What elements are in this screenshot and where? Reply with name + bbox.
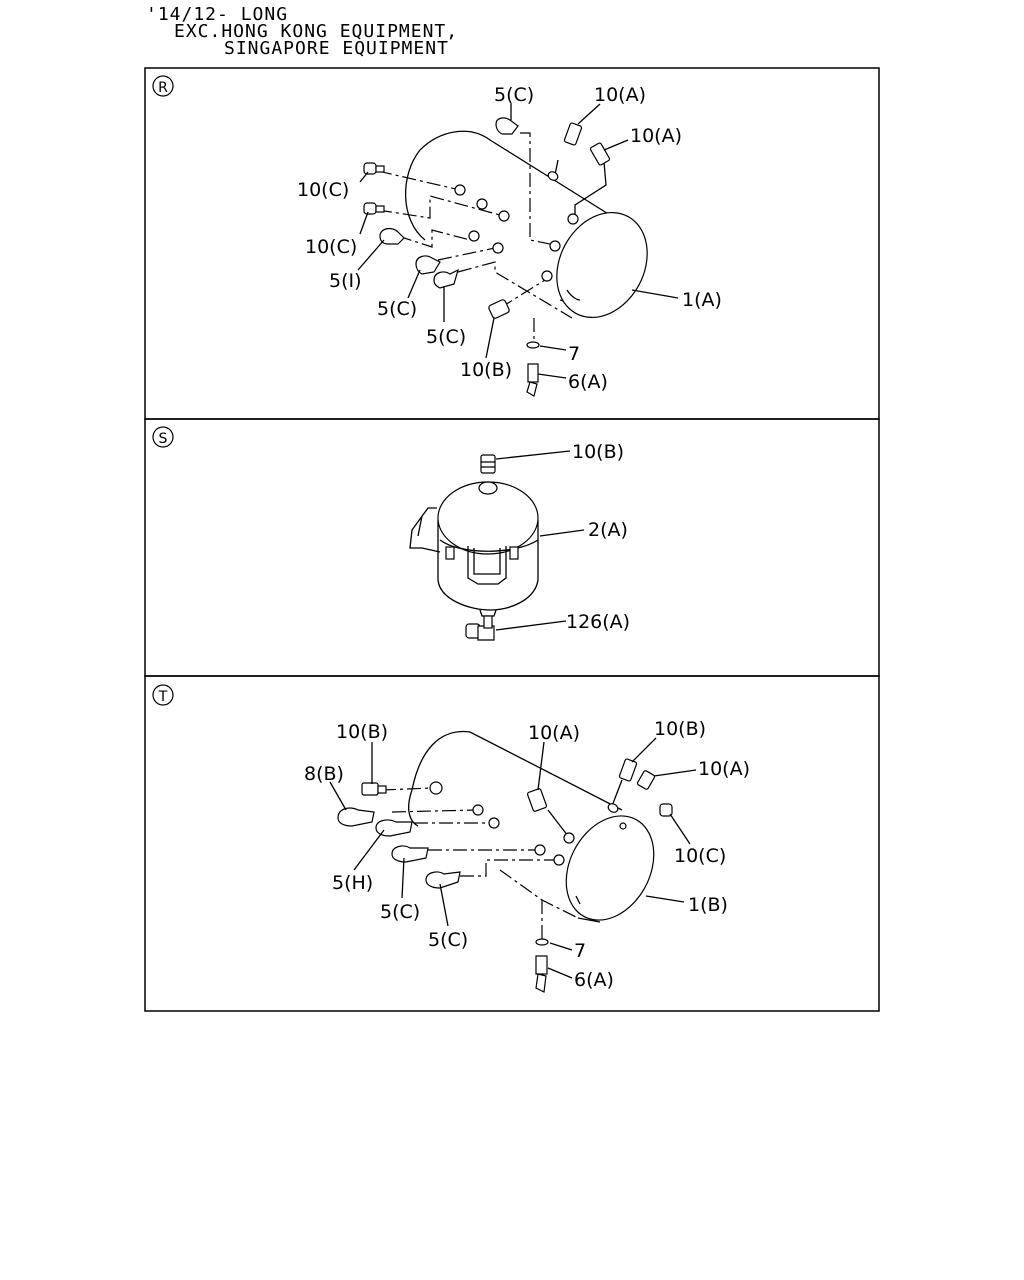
header-line-3: SINGAPORE EQUIPMENT	[224, 38, 449, 59]
label-8b: 8(B)	[304, 763, 344, 785]
label-10a: 10(A)	[630, 125, 682, 147]
air-tank-1b	[408, 730, 655, 923]
top-fitting-10b-s	[480, 454, 496, 474]
label-6a: 6(A)	[574, 969, 614, 991]
label-10c: 10(C)	[305, 236, 357, 258]
label-1b: 1(B)	[688, 894, 728, 916]
leaders-r	[357, 103, 679, 379]
elbow-fittings-t	[337, 782, 461, 889]
bolt-10c-r	[363, 162, 385, 215]
drain-valve-t	[535, 938, 549, 993]
label-1a: 1(A)	[682, 289, 722, 311]
label-5c: 5(C)	[426, 326, 466, 348]
label-5h: 5(H)	[332, 872, 373, 894]
elbow-fittings-r	[379, 117, 519, 289]
leaders-t	[329, 737, 697, 979]
label-10a: 10(A)	[528, 722, 580, 744]
leaders-s	[495, 450, 585, 631]
label-10b: 10(B)	[654, 718, 706, 740]
svg-text:S: S	[159, 431, 168, 447]
label-5c: 5(C)	[377, 298, 417, 320]
air-dryer-2a	[409, 481, 539, 617]
panel-t-frame	[144, 675, 880, 1012]
label-126a: 126(A)	[566, 611, 630, 633]
label-10a: 10(A)	[698, 758, 750, 780]
svg-text:R: R	[158, 80, 168, 96]
connectors-r	[488, 122, 611, 319]
connectors-t	[526, 758, 673, 817]
label-10a: 10(A)	[594, 84, 646, 106]
label-10b: 10(B)	[572, 441, 624, 463]
label-7: 7	[568, 343, 580, 365]
nut-fittings-t	[429, 781, 627, 866]
header-line-1: '14/12- LONG	[146, 4, 289, 25]
label-2a: 2(A)	[588, 519, 628, 541]
air-tank-1a	[404, 130, 648, 319]
panel-s-marker: S	[152, 426, 174, 448]
labels-s: 10(B) 2(A) 126(A)	[566, 441, 630, 633]
label-6a: 6(A)	[568, 371, 608, 393]
label-5c: 5(C)	[380, 901, 420, 923]
svg-text:T: T	[158, 689, 168, 705]
elbow-126a-s	[465, 615, 495, 641]
label-7: 7	[574, 940, 586, 962]
label-5c: 5(C)	[428, 929, 468, 951]
nut-fittings-r	[454, 171, 579, 282]
label-10b: 10(B)	[336, 721, 388, 743]
label-10c: 10(C)	[297, 179, 349, 201]
label-10b: 10(B)	[460, 359, 512, 381]
panel-t-marker: T	[152, 684, 174, 706]
label-10c: 10(C)	[674, 845, 726, 867]
label-5i: 5(I)	[329, 270, 362, 292]
header-line-2: EXC.HONG KONG EQUIPMENT,	[174, 21, 459, 42]
labels-r: 5(C) 10(A) 10(A) 10(C) 10(C) 5(I) 5(C) 5…	[297, 84, 722, 393]
drain-valve-r	[526, 341, 540, 397]
labels-t: 10(B) 10(A) 10(B) 10(A) 8(B) 5(H) 5(C) 5…	[304, 718, 750, 991]
panel-r-marker: R	[152, 75, 174, 97]
label-5c: 5(C)	[494, 84, 534, 106]
